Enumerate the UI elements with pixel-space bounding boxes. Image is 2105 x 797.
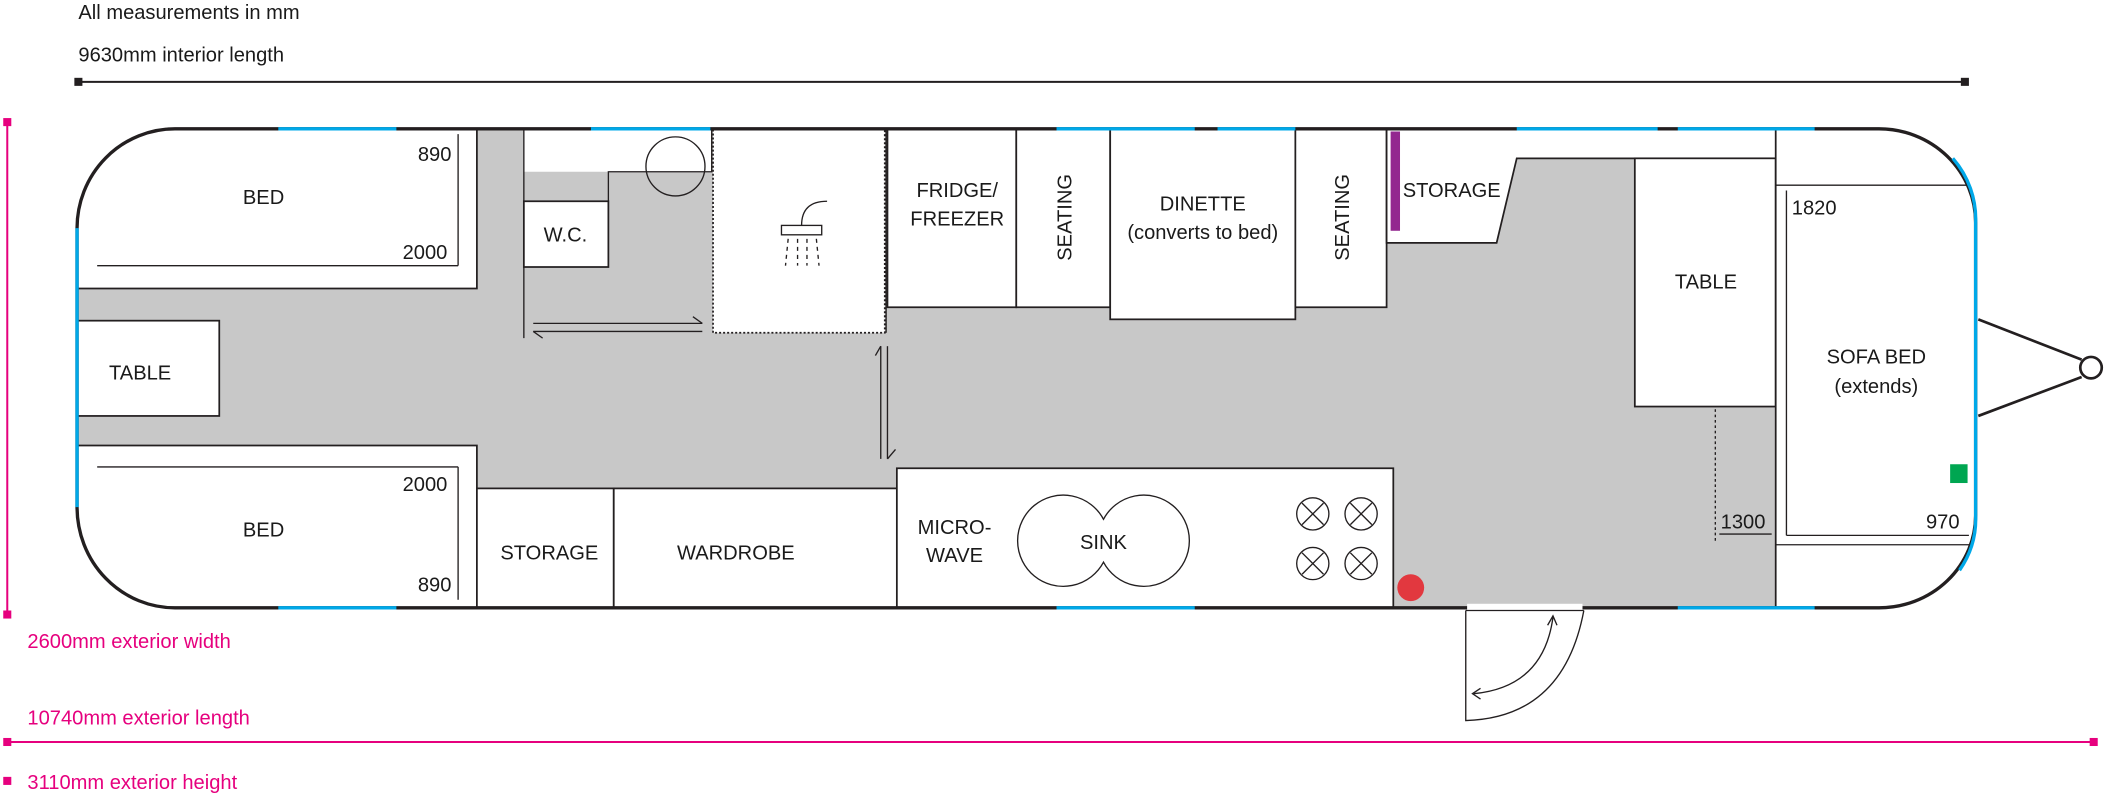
svg-text:SEATING: SEATING — [1332, 174, 1354, 261]
svg-text:970: 970 — [1926, 512, 1960, 534]
bed-bottom: BED 2000 890 — [76, 444, 478, 609]
wc-label: W.C. — [544, 225, 588, 247]
exterior-width-line — [3, 118, 12, 619]
svg-text:WARDROBE: WARDROBE — [677, 543, 795, 565]
svg-text:BED: BED — [243, 187, 284, 209]
tow-hitch — [1977, 318, 2104, 418]
sliding-door-arrows-vertical-icon — [874, 345, 897, 460]
bed-top: BED 890 2000 — [76, 127, 478, 290]
red-marker — [1397, 574, 1425, 602]
exterior-height-label: 3110mm exterior height — [27, 772, 237, 794]
sliding-door-arrows-icon — [532, 316, 703, 339]
measurements-note: All measurements in mm — [78, 2, 299, 24]
dinette: DINETTE (converts to bed) — [1109, 127, 1297, 321]
svg-text:SOFA BED: SOFA BED — [1827, 347, 1926, 369]
svg-text:FREEZER: FREEZER — [910, 208, 1004, 230]
exterior-width-label: 2600mm exterior width — [27, 631, 230, 653]
table-right: TABLE — [1633, 157, 1777, 408]
svg-text:STORAGE: STORAGE — [500, 543, 598, 565]
exterior-height-marker — [3, 776, 12, 785]
svg-text:1820: 1820 — [1792, 198, 1837, 220]
green-marker — [1950, 464, 1968, 484]
windows — [75, 127, 1978, 610]
entry-door — [1465, 603, 1585, 722]
storage-top: STORAGE — [1385, 127, 1790, 244]
sofa-bed: 1820 970 SOFA BED (extends) — [1774, 127, 1977, 609]
storage-bottom: STORAGE — [476, 487, 615, 609]
svg-text:890: 890 — [418, 144, 452, 166]
svg-text:WAVE: WAVE — [926, 545, 983, 567]
stove-burners-icon — [1296, 497, 1378, 581]
seating-2: SEATING — [1294, 127, 1388, 309]
shower — [712, 127, 886, 334]
shower-icon — [780, 200, 828, 266]
exterior-length-line — [3, 737, 2098, 747]
svg-text:BED: BED — [243, 520, 284, 542]
svg-text:TABLE: TABLE — [109, 363, 171, 385]
svg-text:2000: 2000 — [403, 474, 448, 496]
interior-length-label: 9630mm interior length — [78, 45, 284, 67]
sink-icon — [1017, 494, 1190, 587]
svg-text:890: 890 — [418, 575, 452, 597]
purple-marker — [1390, 131, 1401, 231]
svg-text:MICRO-: MICRO- — [918, 517, 992, 539]
svg-text:STORAGE: STORAGE — [1403, 180, 1501, 202]
svg-text:FRIDGE/: FRIDGE/ — [916, 180, 998, 202]
svg-text:2000: 2000 — [403, 242, 448, 264]
svg-text:SEATING: SEATING — [1054, 174, 1076, 261]
svg-text:SINK: SINK — [1080, 532, 1128, 554]
svg-text:(extends): (extends) — [1834, 376, 1918, 398]
basin-icon — [645, 136, 706, 197]
extension-dimension: 1300 — [1721, 512, 1766, 534]
exterior-wall — [75, 127, 1978, 610]
seating-1: SEATING — [1015, 127, 1112, 309]
kitchen-counter: MICRO- WAVE SINK — [895, 467, 1395, 609]
bathroom: W.C. — [522, 128, 713, 339]
fridge-freezer: FRIDGE/ FREEZER — [886, 127, 1018, 309]
table-left: TABLE — [76, 319, 221, 417]
svg-text:DINETTE: DINETTE — [1160, 194, 1246, 216]
svg-text:TABLE: TABLE — [1675, 271, 1737, 293]
wardrobe: WARDROBE — [612, 487, 898, 609]
svg-text:(converts to bed): (converts to bed) — [1127, 222, 1278, 244]
exterior-length-label: 10740mm exterior length — [27, 708, 249, 730]
interior-length-line — [74, 77, 1969, 86]
